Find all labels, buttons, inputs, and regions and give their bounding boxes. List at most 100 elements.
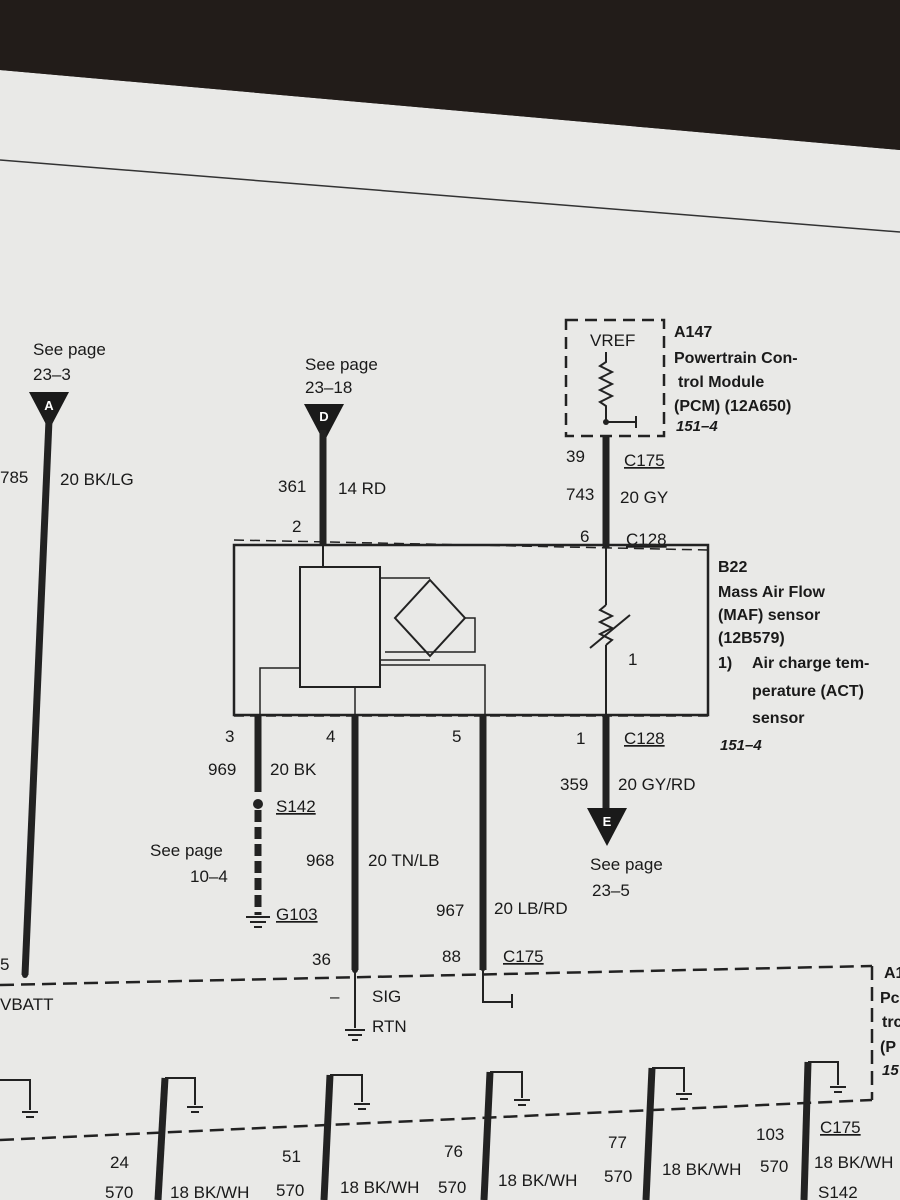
bottom-spec-2: 18 BK/WH (340, 1178, 419, 1197)
bottom-circuit-3: 570 (438, 1178, 466, 1197)
wire-743-conn-top: C175 (624, 451, 665, 470)
pcm-dash: – (330, 987, 340, 1006)
bottom-spec-5: 18 BK/WH (814, 1153, 893, 1172)
connector-a-page: 23–3 (33, 365, 71, 384)
connector-d-see: See page (305, 355, 378, 374)
maf-id: B22 (718, 559, 747, 576)
connector-e-letter: E (603, 814, 612, 829)
bottom-wires (154, 1061, 812, 1200)
page-rule (0, 159, 900, 233)
maf-ref: 151–4 (720, 737, 762, 754)
ground-page: 10–4 (190, 867, 228, 886)
maf-line1: Mass Air Flow (718, 584, 826, 601)
left-edge-vbatt: VBATT (0, 995, 54, 1014)
wire-785 (21, 419, 53, 976)
bottom-pin-3: 76 (444, 1142, 463, 1161)
bottom-ground-icons (22, 1086, 846, 1118)
bottom-splice: S142 (818, 1183, 858, 1200)
pcm-vref: VREF (590, 331, 635, 350)
wire-361-circuit: 361 (278, 477, 306, 496)
wire-967-conn: C175 (503, 947, 544, 966)
wire-969-pin: 3 (225, 727, 234, 746)
act-thermistor-arrow (589, 614, 631, 649)
bottom-circuit-1: 570 (105, 1183, 133, 1200)
bottom-pin-4: 77 (608, 1133, 627, 1152)
bottom-spec-1: 18 BK/WH (170, 1183, 249, 1200)
junction-vbatt (22, 972, 28, 978)
bottom-pin-2: 51 (282, 1147, 301, 1166)
wire-359-conn: C128 (624, 729, 665, 748)
connector-d-arrow (304, 404, 344, 442)
wire-361-spec: 14 RD (338, 479, 386, 498)
pcm-name-3: (PCM) (12A650) (674, 398, 791, 415)
wire-361-pin: 2 (292, 517, 301, 536)
right-l3: (P (880, 1039, 896, 1056)
maf-gnd-line (259, 667, 300, 716)
act-internal-pin: 1 (628, 650, 637, 669)
maf-sensor-box (232, 543, 710, 717)
pcm-lower-boundary-2 (0, 1098, 873, 1142)
wire-743-spec: 20 GY (620, 488, 668, 507)
splice-s142: S142 (276, 797, 316, 816)
pcm-node (603, 419, 609, 425)
pcm-lower-boundary (0, 964, 873, 987)
wire-743-circuit: 743 (566, 485, 594, 504)
connector-a-see: See page (33, 340, 106, 359)
connector-e-arrow (587, 808, 627, 846)
ground-see: See page (150, 841, 223, 860)
maf-internal-module (299, 566, 381, 688)
wire-785-circuit: 785 (0, 468, 28, 487)
bottom-circuit-4: 570 (604, 1167, 632, 1186)
maf-note1: Air charge tem- (752, 655, 869, 672)
maf-note3: sensor (752, 710, 804, 727)
connector-d-page: 23–18 (305, 378, 352, 397)
bottom-spec-3: 18 BK/WH (498, 1171, 577, 1190)
bottom-pin-5: 103 (756, 1125, 784, 1144)
wire-785-spec: 20 BK/LG (60, 470, 134, 489)
maf-note-num: 1) (718, 655, 732, 672)
wire-359-circuit: 359 (560, 775, 588, 794)
wire-743-pin-bot: 6 (580, 527, 589, 546)
paper-shadow (0, 0, 900, 150)
wire-967-spec: 20 LB/RD (494, 899, 568, 918)
connector-e-page: 23–5 (592, 881, 630, 900)
wire-967-circuit: 967 (436, 901, 464, 920)
connector-a-arrow (29, 392, 69, 430)
wire-968-spec: 20 TN/LB (368, 851, 440, 870)
connector-d-letter: D (319, 409, 328, 424)
right-l1: Pc (880, 990, 900, 1007)
act-thermistor (597, 604, 615, 646)
wire-359-spec: 20 GY/RD (618, 775, 695, 794)
wire-967-pcm-pin: 88 (442, 947, 461, 966)
maf-bridge-link-right (385, 617, 476, 653)
pcm-rtn: RTN (372, 1017, 407, 1036)
right-l2: trc (882, 1014, 900, 1031)
left-edge-pin: 5 (0, 955, 9, 974)
wire-969-circuit: 969 (208, 760, 236, 779)
maf-note2: perature (ACT) (752, 683, 864, 700)
wire-967-pin: 5 (452, 727, 461, 746)
maf-bridge (393, 578, 467, 658)
wire-969-spec: 20 BK (270, 760, 317, 779)
pcm-ref: 151–4 (676, 418, 718, 435)
maf-line2: (MAF) sensor (718, 607, 820, 624)
wire-968-pcm-pin: 36 (312, 950, 331, 969)
bottom-ground-stubs (0, 1061, 839, 1110)
ground-g103: G103 (276, 905, 318, 924)
right-ref: 15 (882, 1062, 899, 1079)
bottom-spec-4: 18 BK/WH (662, 1160, 741, 1179)
pcm-id: A147 (674, 324, 712, 341)
wire-743-pin-top: 39 (566, 447, 585, 466)
ground-g103-icon (246, 916, 270, 928)
right-id: A1 (884, 965, 900, 982)
pcm-name-1: Powertrain Con- (674, 350, 798, 367)
wire-968-circuit: 968 (306, 851, 334, 870)
bottom-circuit-2: 570 (276, 1181, 304, 1200)
rtn-ground-icon (345, 1029, 365, 1041)
wire-967-inside (482, 968, 512, 1003)
pcm-resistor (597, 352, 615, 420)
splice-s142-dot (253, 799, 263, 809)
connector-e-see: See page (590, 855, 663, 874)
pcm-sig: SIG (372, 987, 401, 1006)
